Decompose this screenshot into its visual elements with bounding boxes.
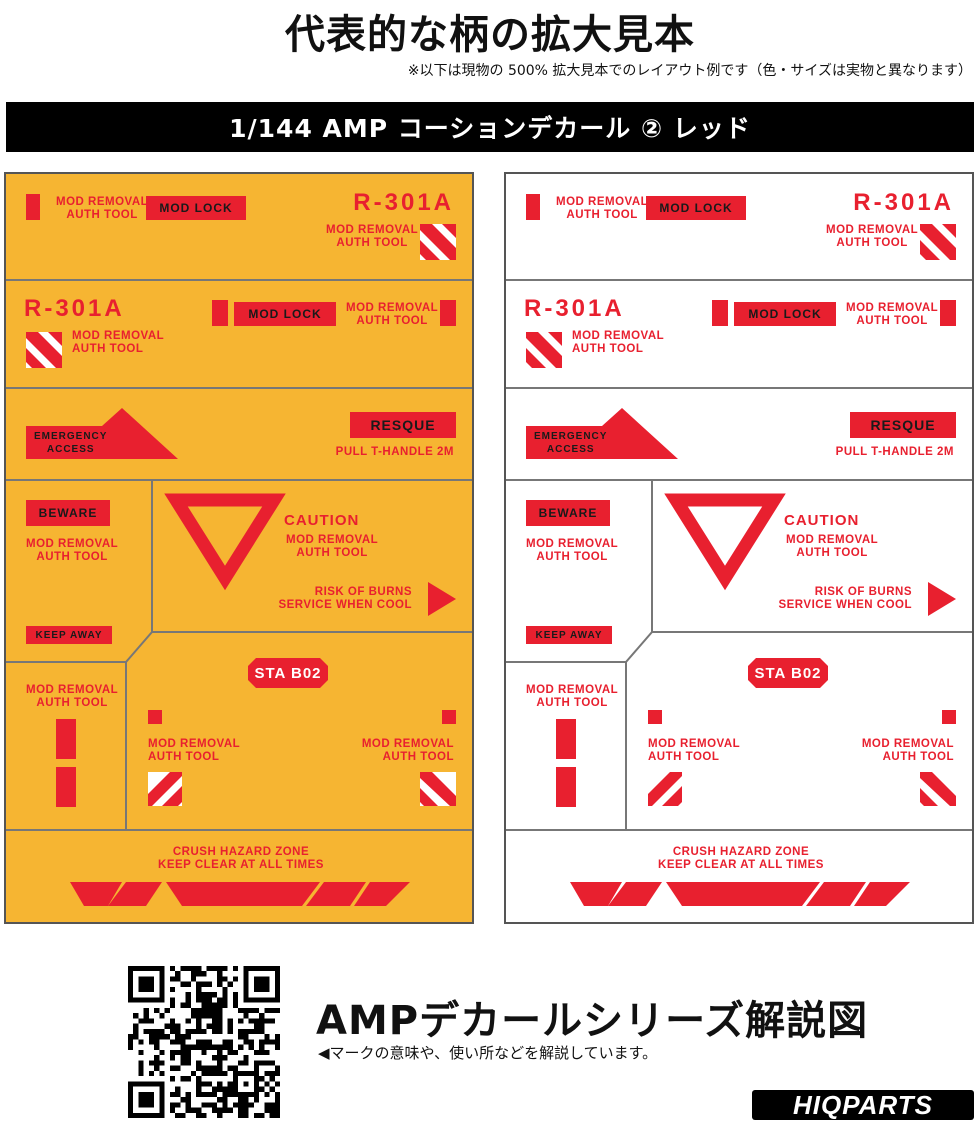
page-title: 代表的な柄の拡大見本 [285, 12, 695, 58]
beware-badge: BEWARE [526, 500, 610, 526]
red-block [440, 300, 456, 326]
keep-away-badge: KEEP AWAY [26, 626, 112, 644]
red-bar [56, 719, 76, 759]
hazard-stripes-icon [920, 772, 956, 806]
crush-hazard-stripes [570, 882, 910, 906]
hazard-stripes-icon [920, 224, 956, 260]
page-subtitle: ※以下は現物の 500% 拡大見本でのレイアウト例です（色・サイズは実物と異なり… [407, 63, 972, 79]
resque-badge: RESQUE [850, 412, 956, 438]
panel-dividers [6, 279, 472, 831]
hazard-stripes-icon [26, 332, 62, 368]
crush-hazard-stripes [70, 882, 410, 906]
beware-badge: BEWARE [26, 500, 110, 526]
emergency-arrow-icon [526, 408, 678, 459]
caution-triangle-icon [664, 493, 786, 591]
keep-away-badge: KEEP AWAY [526, 626, 612, 644]
red-block [940, 300, 956, 326]
mod-lock-badge: MOD LOCK [146, 196, 246, 220]
panel-dividers [506, 279, 972, 831]
series-description: ◀マークの意味や、使い所などを解説しています。 [318, 1044, 658, 1062]
red-block [526, 194, 540, 220]
red-block [712, 300, 728, 326]
sta-plate [748, 658, 828, 688]
panel-shapes [506, 194, 972, 906]
play-arrow-icon [428, 582, 456, 616]
model-label: R-301A [353, 189, 454, 216]
hazard-stripes-icon [526, 332, 562, 368]
red-block [648, 710, 662, 724]
mod-lock-badge: MOD LOCK [646, 196, 746, 220]
caution-triangle-icon [164, 493, 286, 591]
play-arrow-icon [928, 582, 956, 616]
series-title: AMPデカールシリーズ解説図 [316, 998, 869, 1044]
red-bar [556, 719, 576, 759]
product-banner: 1/144 AMP コーションデカール ② レッド [6, 102, 974, 152]
hazard-stripes-icon [420, 772, 456, 806]
red-bar [56, 767, 76, 807]
red-block [148, 710, 162, 724]
emergency-arrow-icon [26, 408, 178, 459]
pull-handle-label: PULL T-HANDLE 2M [835, 446, 954, 458]
red-block [942, 710, 956, 724]
red-block [212, 300, 228, 326]
model-label: R-301A [853, 189, 954, 216]
caution-label: CAUTION [784, 512, 860, 529]
mod-lock-badge: MOD LOCK [234, 302, 336, 326]
qr-code-icon [128, 966, 280, 1118]
pull-handle-label: PULL T-HANDLE 2M [335, 446, 454, 458]
sta-b02-label: STA B02 [254, 664, 322, 682]
sta-plate [248, 658, 328, 688]
red-bar [556, 767, 576, 807]
model-label: R-301A [24, 295, 125, 322]
brand-logo: HIQPARTS [752, 1090, 974, 1120]
sta-b02-label: STA B02 [754, 664, 822, 682]
model-label: R-301A [524, 295, 625, 322]
hazard-stripes-icon [148, 772, 182, 806]
caution-label: CAUTION [284, 512, 360, 529]
red-block [26, 194, 40, 220]
red-block [442, 710, 456, 724]
panel-shapes [6, 194, 472, 906]
hazard-stripes-icon [420, 224, 456, 260]
hazard-stripes-icon [648, 772, 682, 806]
mod-lock-badge: MOD LOCK [734, 302, 836, 326]
resque-badge: RESQUE [350, 412, 456, 438]
